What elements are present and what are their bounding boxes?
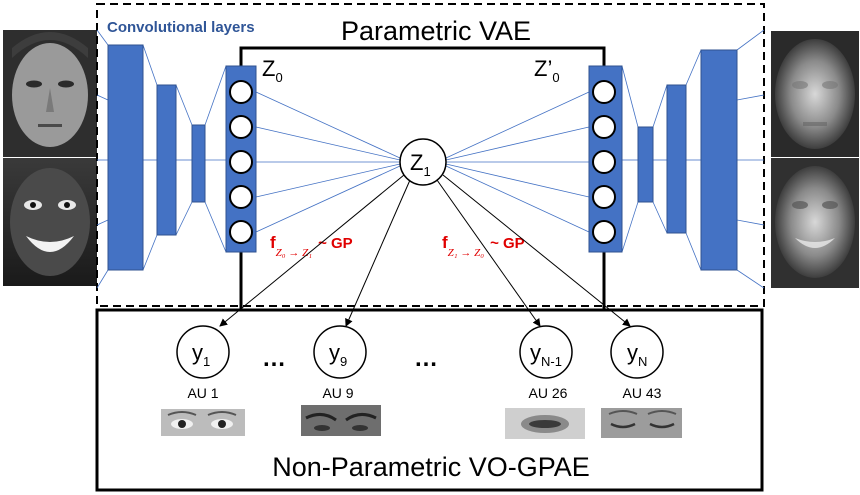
output-y9: y9 AU 9: [301, 325, 381, 436]
decoder-conv-block-3: [637, 126, 654, 203]
z0-prime-layer: [588, 65, 623, 253]
z0-node: [229, 115, 253, 139]
svg-text:y9: y9: [329, 340, 347, 369]
latent-bridge-top: [239, 46, 606, 66]
svg-text:y1: y1: [192, 340, 210, 369]
z0-prime-node: [592, 115, 616, 139]
encoder-conv-block-2: [156, 84, 177, 236]
svg-text:yN: yN: [627, 340, 647, 369]
au-patch-eyes: [161, 409, 245, 436]
gp-label-left: fZ₀ → Z₁~ GP: [270, 233, 353, 259]
z-fan-lines: [255, 91, 590, 233]
conv-layers-label: Convolutional layers: [107, 19, 255, 36]
z0-layer: [225, 65, 257, 253]
au-label: AU 9: [322, 385, 353, 401]
decoder-conv-block-1: [700, 49, 738, 271]
au-patch-mouth: [505, 408, 585, 439]
output-y1: y1 AU 1: [161, 325, 245, 436]
encoder-conv-block-1: [107, 44, 144, 271]
z0-prime-node: [592, 80, 616, 104]
ellipsis-left: …: [262, 345, 286, 372]
svg-text:yN-1: yN-1: [530, 340, 562, 369]
output-face-top: [771, 31, 859, 157]
z0-prime-label: Z’0: [534, 56, 560, 85]
z1-label: Z1: [410, 150, 431, 179]
output-arrows: [219, 174, 631, 327]
encoder-input-lines: [96, 29, 227, 289]
z1-node: [399, 138, 447, 186]
z0-node: [229, 150, 253, 174]
output-face-bottom: [771, 158, 859, 288]
decoder-output-lines: [621, 29, 765, 289]
z0-prime-node: [592, 185, 616, 209]
ellipsis-middle: …: [414, 345, 438, 372]
output-yn-1: yN-1 AU 26: [505, 325, 585, 439]
output-yn: yN AU 43: [601, 325, 682, 438]
encoder-conv-block-3: [191, 124, 206, 203]
au-label: AU 26: [529, 385, 568, 401]
gp-label-right: fZ₁ → Z₀~ GP: [442, 233, 525, 259]
au-patch-brows: [301, 405, 381, 436]
input-face-top: [3, 30, 97, 157]
z0-prime-node: [592, 220, 616, 244]
au-label: AU 1: [187, 385, 218, 401]
parametric-vae-title: Parametric VAE: [341, 16, 531, 46]
au-label: AU 43: [623, 385, 662, 401]
nonparametric-box: [95, 308, 764, 492]
decoder-conv-block-2: [666, 84, 687, 234]
z0-label: Z0: [262, 56, 283, 85]
z0-node: [229, 80, 253, 104]
z0-prime-node: [592, 150, 616, 174]
input-face-bottom: [3, 158, 97, 286]
au-patch-closed-eyes: [601, 408, 682, 438]
z0-node: [229, 185, 253, 209]
parametric-vae-box: [96, 3, 765, 307]
z0-node: [229, 220, 253, 244]
nonparametric-title: Non-Parametric VO-GPAE: [272, 452, 590, 482]
